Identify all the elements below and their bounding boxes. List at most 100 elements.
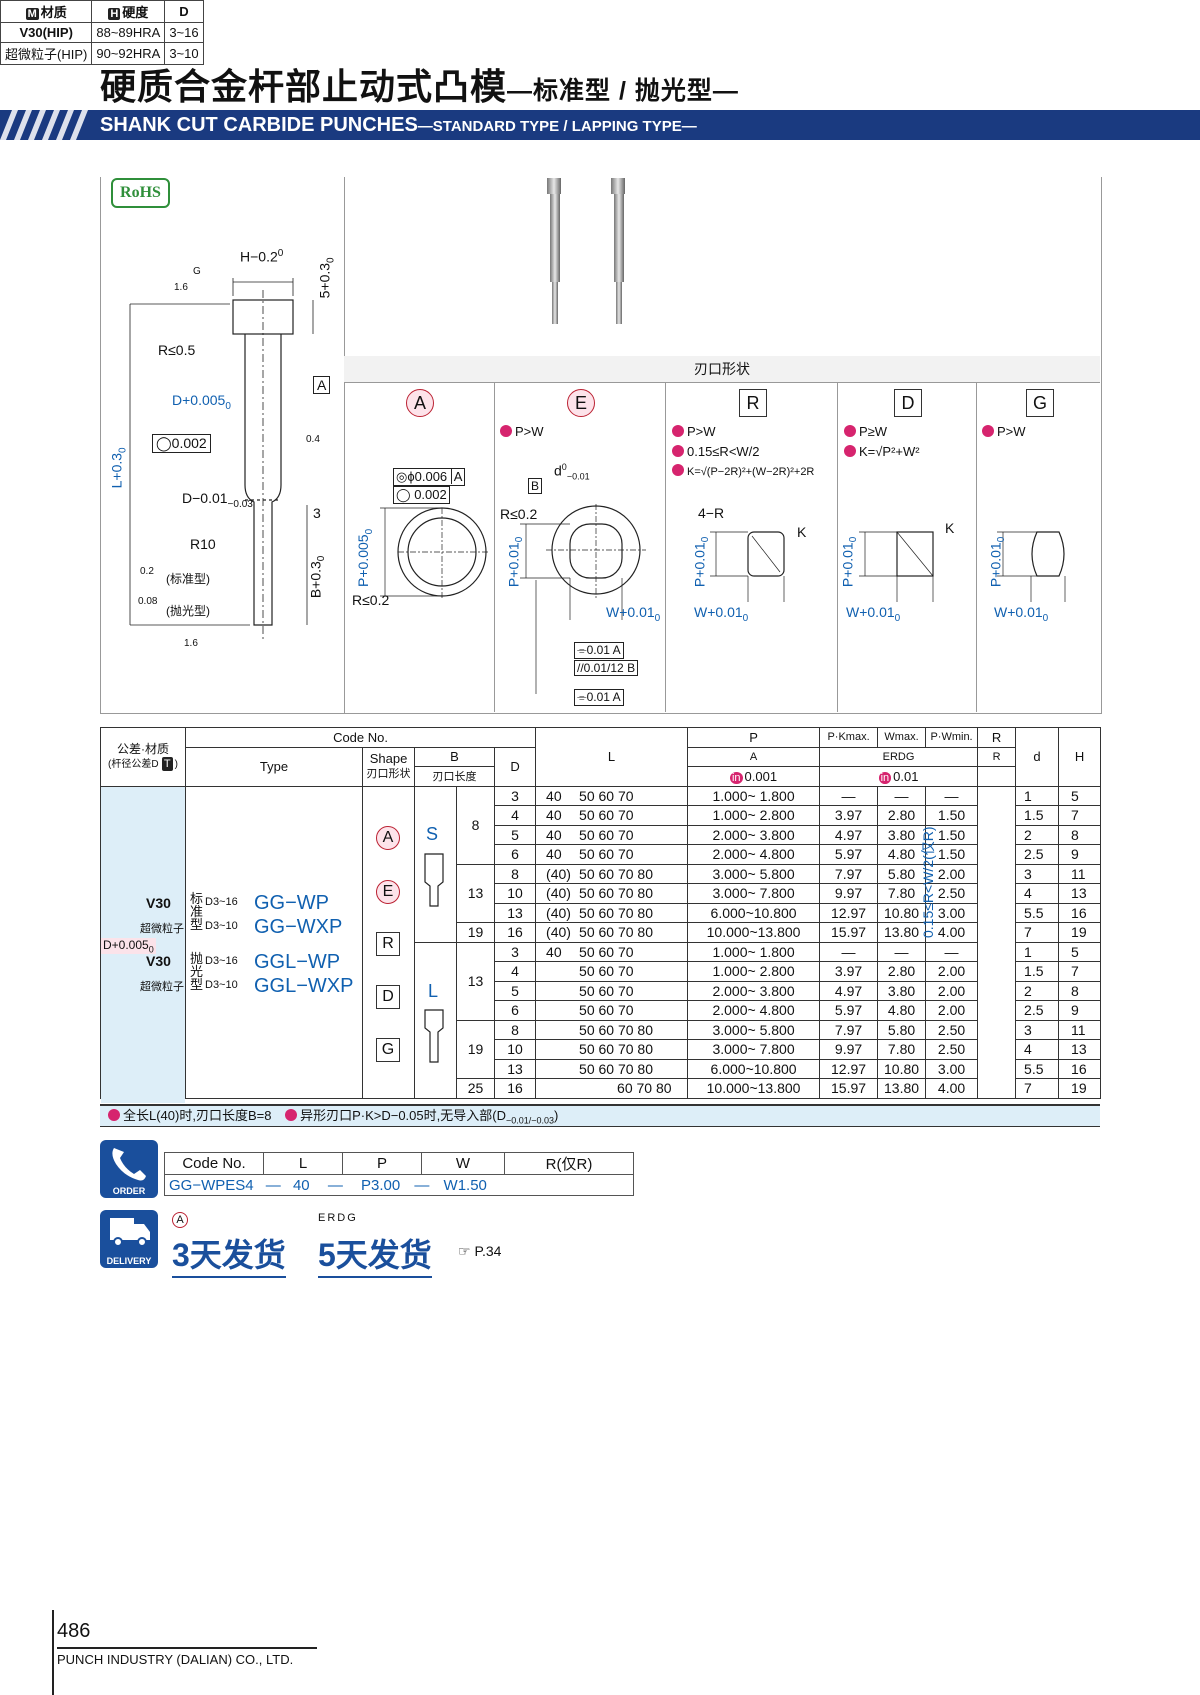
dim-h-text: H−0.2 [240,248,278,265]
d-small: 1.5 [1015,961,1060,982]
delivery-ref-text[interactable]: P.34 [474,1243,502,1259]
note-2-close: ) [554,1108,559,1123]
pk-max: — [819,941,879,962]
tol-d-text: D+0.005 [103,938,149,952]
d-value: 6 [493,844,537,865]
p-range: 3.000~ 5.800 [687,1019,821,1040]
label-lap: (抛光型) [166,604,210,618]
circle-icon: ◯ [396,487,411,502]
shape-r-l2: P+0.01 [691,542,708,588]
pk-max: 3.97 [819,961,879,982]
circ-val: 0.002 [171,435,207,451]
shape-header: 刃口形状 [344,356,1100,383]
shape-a-l4: 0 [363,528,375,535]
order-h: P [342,1152,422,1175]
delivery-5day: 5天发货 [318,1230,432,1278]
order-example: GG−WPES4 — 40 — P3.00 — W1.50 [164,1174,634,1196]
l-rest: 50 60 70 80 [579,924,654,941]
dim-d: D+0.0050 [172,392,231,412]
tbl-shape-r: R [376,932,400,956]
delivery-icon-label: DELIVERY [106,1256,152,1266]
shape-e-l14: A [612,690,621,704]
delivery-3day: 3天发货 [172,1230,286,1278]
rohs-badge: RoHS [111,178,170,208]
h-value: 19 [1058,1078,1102,1099]
shape-r-w: W+0.010 [694,604,748,624]
th-d: D [493,746,537,787]
shape-e-l5: P+0.01 [505,542,522,588]
b-code-cell [414,785,457,943]
pw-min: 2.00 [925,961,979,982]
shape-e-l10: A [612,643,621,657]
shape-g-l1: 0 [996,536,1008,543]
l-rest: 60 70 80 [617,1080,672,1097]
pw-min: 2.50 [925,1039,979,1060]
shape-e-note: P>W [500,424,544,439]
th-b-cn: 刃口长度 [414,766,495,787]
d-small: 2.5 [1015,844,1060,865]
shape-a-l1: A [450,469,463,484]
d-value: 4 [493,961,537,982]
info-icon [982,425,994,437]
punch-drawing [129,278,314,640]
t-key: T [161,756,173,771]
l-rest: 50 60 70 [579,982,634,999]
th-erdg-ref: ERDG [819,746,979,767]
d-value: 13 [493,1058,537,1079]
delivery-a-key: A [172,1212,188,1228]
l-40: (40) [546,885,571,902]
dim-5-sub: 0 [325,257,337,263]
shape-a-p: P+0.0050 [355,529,375,587]
shape-r-n2: K=√(P−2R)²+(W−2R)²+2R [687,466,815,478]
l-rest: 50 60 70 [579,1002,634,1019]
mat-cell: V30(HIP) [0,22,93,43]
pk-max: — [819,785,879,806]
type-gg-wxp: GG−WXP [254,916,343,938]
shape-e-l6: 0 [514,536,526,543]
shape-d-l4: 0 [894,612,901,624]
d-small: 5.5 [1015,902,1060,923]
range-4: D3~10 [205,979,238,991]
rough-02: 0.2 [140,566,154,577]
b-value: 13 [456,941,495,1021]
dim-h-sup: 0 [277,248,284,259]
rough-16: 1.6 [174,282,188,293]
shape-d-drawing [859,531,934,602]
dim-d-sub: 0 [225,400,231,412]
th-tol-mat-sub: (杆径公差D [108,758,159,770]
info-icon [500,425,512,437]
symmetry-icon: ⌯ [577,690,587,704]
b-value: 19 [456,1019,495,1079]
shape-r-n1: 0.15≤R<W/2 [687,444,760,459]
type-cell [185,785,363,1099]
d-small: 7 [1015,922,1060,943]
shape-a-drawing [380,507,488,600]
shape-e-l2: 0 [561,462,567,472]
unit-key: in [729,771,743,784]
type-ggl-wxp: GGL−WXP [254,975,354,997]
w-max: 5.80 [877,863,927,884]
p-range: 2.000~ 3.800 [687,824,821,845]
w-max: — [877,785,927,806]
order-h: L [263,1152,343,1175]
th-type: Type [185,746,363,787]
p-range: 3.000~ 5.800 [687,863,821,884]
p-range: 1.000~ 2.800 [687,805,821,826]
tbl-shape-d: D [376,985,400,1009]
w-max: 3.80 [877,980,927,1001]
l-values: (40)50 60 70 80 [535,883,689,904]
p-range: 10.000~13.800 [687,922,821,943]
b-value: 25 [456,1078,495,1099]
dim-r05: R≤0.5 [158,342,196,358]
order-ex-sep: — [265,1176,281,1194]
l-values: 50 60 70 80 [535,1058,689,1079]
l-rest: 50 60 70 [579,787,634,804]
company-name: PUNCH INDUSTRY (DALIAN) CO., LTD. [57,1647,317,1667]
l-values: 50 60 70 [535,961,689,982]
code-l: L [428,981,439,1001]
page-number: 486 [57,1620,91,1642]
